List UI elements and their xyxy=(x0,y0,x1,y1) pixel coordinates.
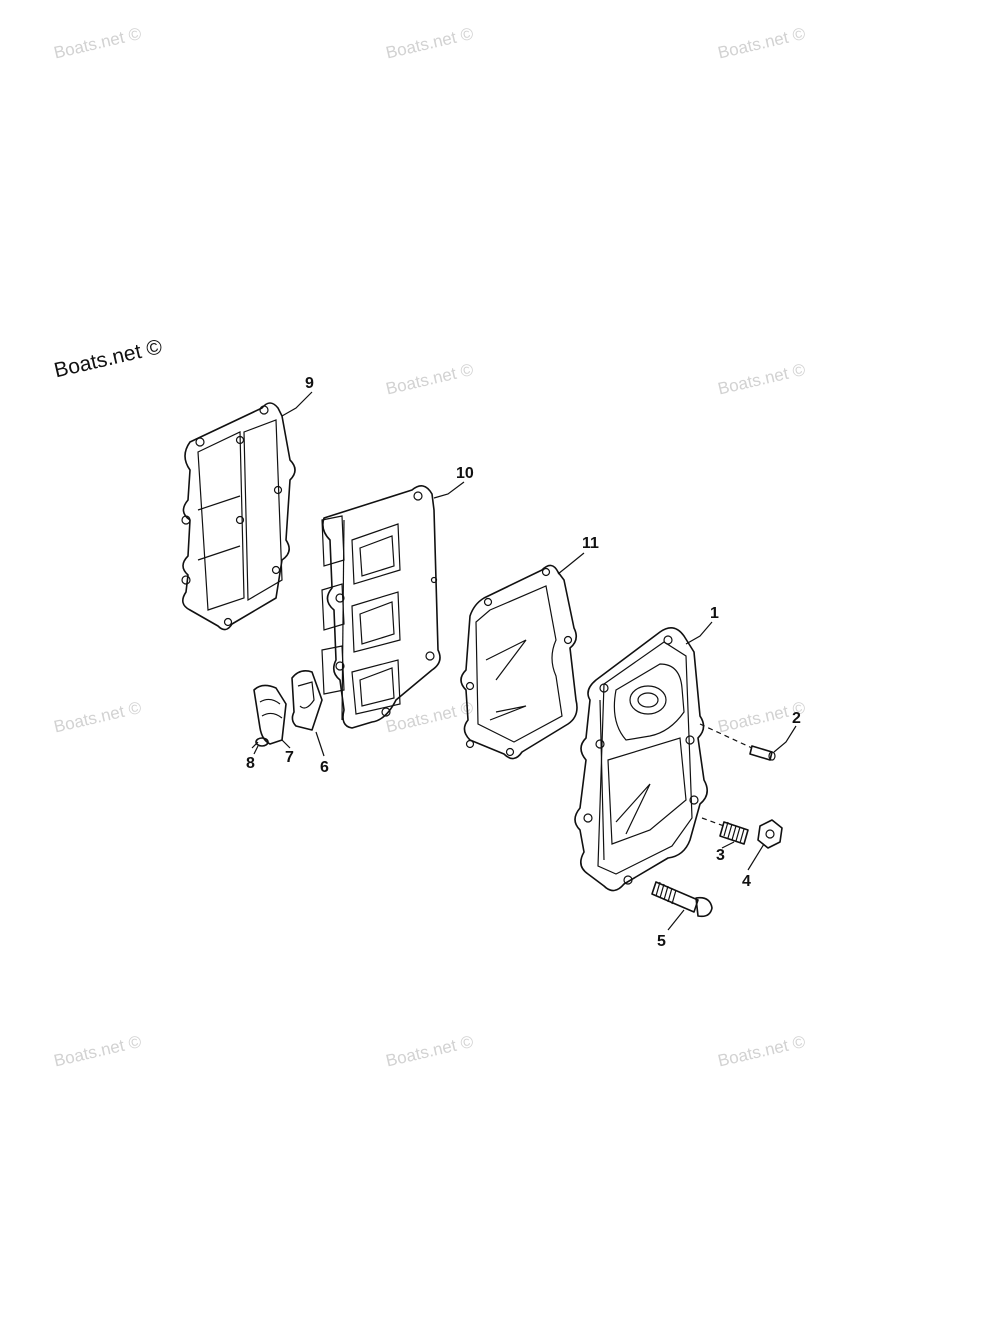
callout-11: 11 xyxy=(582,535,599,552)
callout-6: 6 xyxy=(320,759,329,776)
part-2-pin xyxy=(699,723,776,761)
callout-labels: 9 10 11 1 2 3 4 5 6 7 8 xyxy=(246,375,801,950)
callout-3: 3 xyxy=(716,847,725,864)
callout-2: 2 xyxy=(792,710,801,727)
part-11-gasket xyxy=(460,564,578,760)
callout-9: 9 xyxy=(305,375,314,392)
part-1-cover xyxy=(574,627,708,892)
part-3-stud xyxy=(701,817,749,845)
part-9-gasket xyxy=(181,402,296,631)
part-4-nut xyxy=(757,819,783,849)
part-6-reed-petal xyxy=(291,670,323,731)
callout-1: 1 xyxy=(710,605,719,622)
callout-4: 4 xyxy=(742,873,751,890)
callout-10: 10 xyxy=(456,465,474,482)
part-8-screw xyxy=(251,737,269,749)
part-5-bolt xyxy=(651,881,713,918)
part-10-reed-block xyxy=(321,485,441,729)
callout-7: 7 xyxy=(285,749,294,766)
callout-8: 8 xyxy=(246,755,255,772)
leader-lines xyxy=(253,391,797,931)
part-7-reed-stop xyxy=(253,684,287,745)
callout-5: 5 xyxy=(657,933,666,950)
